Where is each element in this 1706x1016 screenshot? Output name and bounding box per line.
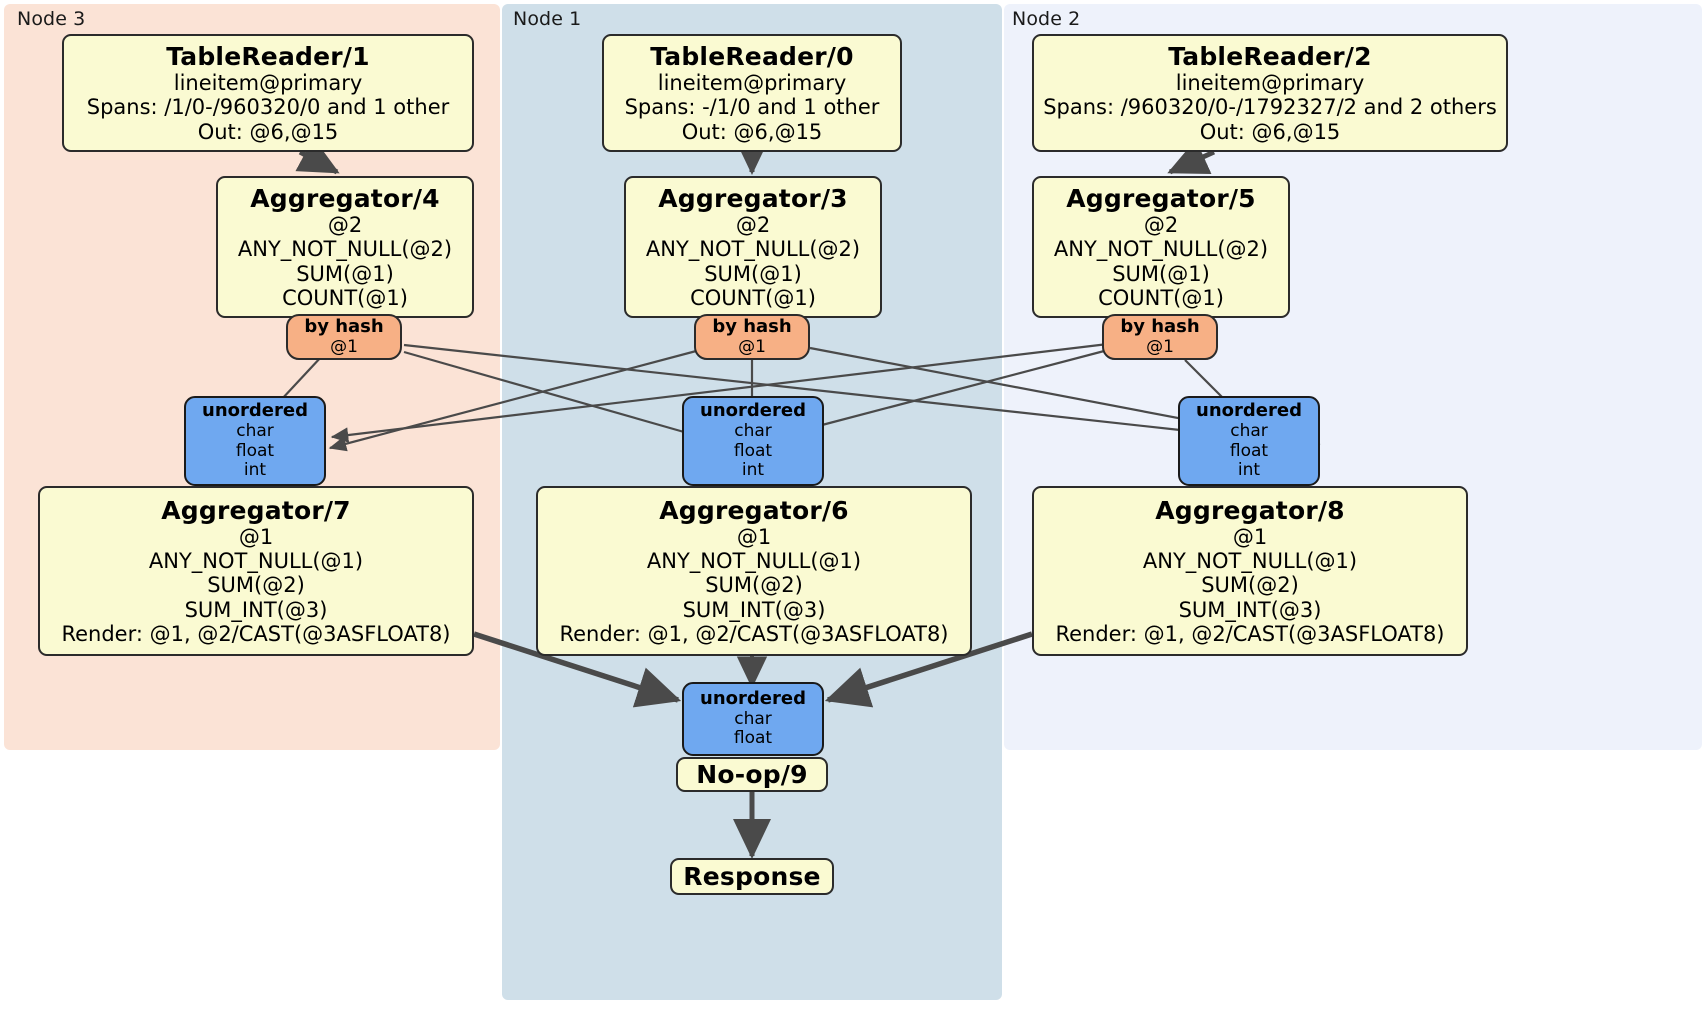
receiver-type: char [734, 708, 772, 729]
processor-title: Aggregator/6 [659, 495, 849, 525]
processor-detail: @1 [736, 524, 772, 549]
receiver-type: int [741, 460, 765, 481]
receiver-title: unordered [202, 399, 308, 421]
receiver-type: char [236, 420, 274, 441]
receiver-type: int [243, 460, 267, 481]
processor-detail: Spans: /1/0-/960320/0 and 1 other [86, 95, 450, 120]
processor-detail: COUNT(@1) [690, 285, 816, 310]
router-title: by hash [1120, 315, 1200, 337]
processor-response[interactable]: Response [670, 858, 834, 895]
receiver-type: float [733, 728, 773, 749]
processor-detail: Spans: /960320/0-/1792327/2 and 2 others [1043, 95, 1497, 120]
processor-title: Aggregator/4 [250, 183, 440, 213]
processor-title: Aggregator/3 [658, 183, 848, 213]
router-detail: @1 [738, 336, 766, 357]
receiver-title: unordered [700, 687, 806, 709]
processor-detail: lineitem@primary [657, 70, 847, 95]
processor-title: No-op/9 [696, 760, 808, 789]
receiver-title: unordered [700, 399, 806, 421]
processor-detail: SUM(@2) [207, 573, 305, 598]
processor-detail: COUNT(@1) [1098, 285, 1224, 310]
receiver-title: unordered [1196, 399, 1302, 421]
processor-detail: @2 [327, 212, 363, 237]
receiver-unordered-right[interactable]: unordered char float int [1178, 396, 1320, 486]
panel-label-node-1: Node 1 [513, 8, 582, 30]
processor-detail: @2 [1143, 212, 1179, 237]
processor-detail: ANY_NOT_NULL(@2) [237, 237, 453, 262]
receiver-type: char [1230, 420, 1268, 441]
processor-title: Response [683, 862, 821, 891]
processor-table-reader-1[interactable]: TableReader/1 lineitem@primary Spans: /1… [62, 34, 474, 152]
processor-detail: SUM_INT(@3) [682, 597, 826, 622]
processor-detail: @1 [1232, 524, 1268, 549]
router-by-hash-right[interactable]: by hash @1 [1102, 314, 1218, 360]
processor-detail: COUNT(@1) [282, 285, 408, 310]
router-by-hash-left[interactable]: by hash @1 [286, 314, 402, 360]
router-detail: @1 [1146, 336, 1174, 357]
receiver-type: int [1237, 460, 1261, 481]
processor-aggregator-7[interactable]: Aggregator/7 @1 ANY_NOT_NULL(@1) SUM(@2)… [38, 486, 474, 656]
processor-title: TableReader/0 [650, 41, 854, 71]
processor-detail: SUM(@2) [705, 573, 803, 598]
processor-detail: ANY_NOT_NULL(@1) [1142, 548, 1358, 573]
processor-detail: ANY_NOT_NULL(@1) [148, 548, 364, 573]
panel-label-node-3: Node 3 [17, 8, 86, 30]
processor-detail: SUM(@2) [1201, 573, 1299, 598]
processor-table-reader-0[interactable]: TableReader/0 lineitem@primary Spans: -/… [602, 34, 902, 152]
processor-detail: SUM(@1) [1112, 261, 1210, 286]
processor-detail: ANY_NOT_NULL(@1) [646, 548, 862, 573]
receiver-type: float [235, 440, 275, 461]
processor-detail: SUM(@1) [704, 261, 802, 286]
processor-aggregator-3[interactable]: Aggregator/3 @2 ANY_NOT_NULL(@2) SUM(@1)… [624, 176, 882, 318]
processor-detail: Out: @6,@15 [681, 119, 823, 144]
processor-detail: Out: @6,@15 [197, 119, 339, 144]
receiver-type: char [734, 420, 772, 441]
processor-aggregator-8[interactable]: Aggregator/8 @1 ANY_NOT_NULL(@1) SUM(@2)… [1032, 486, 1468, 656]
router-by-hash-middle[interactable]: by hash @1 [694, 314, 810, 360]
processor-title: Aggregator/7 [161, 495, 351, 525]
processor-detail: Render: @1, @2/CAST(@3ASFLOAT8) [559, 622, 949, 647]
receiver-unordered-left[interactable]: unordered char float int [184, 396, 326, 486]
receiver-type: float [733, 440, 773, 461]
processor-detail: Out: @6,@15 [1199, 119, 1341, 144]
processor-detail: lineitem@primary [173, 70, 363, 95]
processor-detail: Render: @1, @2/CAST(@3ASFLOAT8) [1055, 622, 1445, 647]
processor-detail: ANY_NOT_NULL(@2) [645, 237, 861, 262]
processor-detail: Spans: -/1/0 and 1 other [624, 95, 880, 120]
receiver-type: float [1229, 440, 1269, 461]
processor-aggregator-4[interactable]: Aggregator/4 @2 ANY_NOT_NULL(@2) SUM(@1)… [216, 176, 474, 318]
processor-aggregator-6[interactable]: Aggregator/6 @1 ANY_NOT_NULL(@1) SUM(@2)… [536, 486, 972, 656]
panel-label-node-2: Node 2 [1012, 8, 1081, 30]
processor-title: TableReader/2 [1168, 41, 1372, 71]
receiver-unordered-final[interactable]: unordered char float [682, 682, 824, 756]
router-title: by hash [712, 315, 792, 337]
processor-detail: ANY_NOT_NULL(@2) [1053, 237, 1269, 262]
processor-title: Aggregator/8 [1155, 495, 1345, 525]
processor-title: Aggregator/5 [1066, 183, 1256, 213]
processor-title: TableReader/1 [166, 41, 370, 71]
receiver-unordered-middle[interactable]: unordered char float int [682, 396, 824, 486]
processor-detail: SUM_INT(@3) [1178, 597, 1322, 622]
processor-detail: SUM(@1) [296, 261, 394, 286]
processor-aggregator-5[interactable]: Aggregator/5 @2 ANY_NOT_NULL(@2) SUM(@1)… [1032, 176, 1290, 318]
router-title: by hash [304, 315, 384, 337]
processor-table-reader-2[interactable]: TableReader/2 lineitem@primary Spans: /9… [1032, 34, 1508, 152]
processor-detail: lineitem@primary [1175, 70, 1365, 95]
processor-detail: Render: @1, @2/CAST(@3ASFLOAT8) [61, 622, 451, 647]
processor-detail: SUM_INT(@3) [184, 597, 328, 622]
router-detail: @1 [330, 336, 358, 357]
processor-no-op-9[interactable]: No-op/9 [676, 757, 828, 792]
processor-detail: @2 [735, 212, 771, 237]
processor-detail: @1 [238, 524, 274, 549]
